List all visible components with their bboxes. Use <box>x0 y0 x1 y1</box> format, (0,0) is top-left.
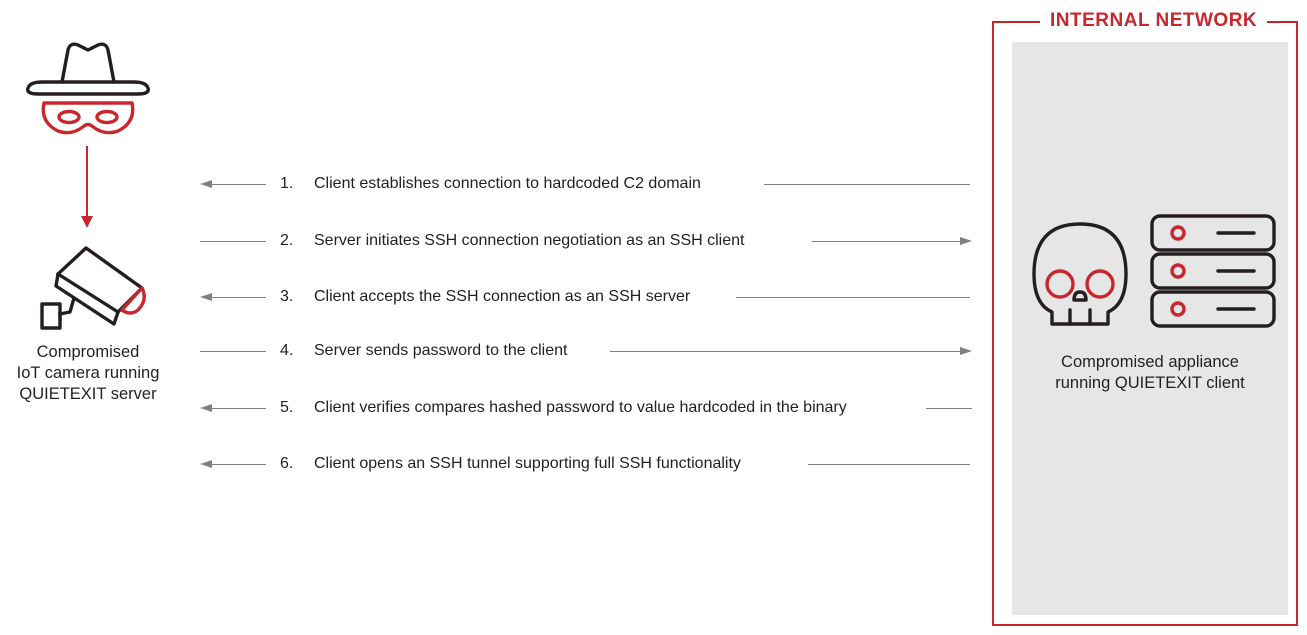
camera-caption-line-3: QUIETEXIT server <box>19 385 157 403</box>
step-3-number: 3. <box>280 288 294 305</box>
step-2-number: 2. <box>280 232 294 249</box>
step-4-right-line <box>610 351 962 352</box>
step-3-left-arrowhead <box>200 293 212 301</box>
step-4-right-arrowhead <box>960 347 972 355</box>
appliance-caption-line-1: Compromised appliance <box>1061 353 1239 371</box>
step-3-left-line <box>208 297 266 298</box>
step-5-right-line <box>926 408 972 409</box>
step-4: 4. Server sends password to the client <box>200 341 972 361</box>
step-5: 5. Client verifies compares hashed passw… <box>200 398 972 418</box>
step-2-text: Server initiates SSH connection negotiat… <box>314 232 745 249</box>
internal-network-title: INTERNAL NETWORK <box>1040 8 1268 34</box>
step-1-text: Client establishes connection to hardcod… <box>314 175 701 192</box>
hacker-icon <box>26 42 150 135</box>
step-3-right-line <box>736 297 970 298</box>
step-1: 1. Client establishes connection to hard… <box>200 174 972 194</box>
appliance-panel <box>1012 42 1288 615</box>
step-5-text: Client verifies compares hashed password… <box>314 399 847 416</box>
step-5-number: 5. <box>280 399 294 416</box>
camera-caption-line-2: IoT camera running <box>16 364 160 382</box>
appliance-caption-line-2: running QUIETEXIT client <box>1055 374 1245 392</box>
step-1-right-line <box>764 184 970 185</box>
step-2-right-line <box>812 241 962 242</box>
skull-icon <box>1032 222 1128 326</box>
step-1-left-line <box>208 184 266 185</box>
attacker-to-camera-arrow <box>81 146 93 228</box>
step-5-left-arrowhead <box>200 404 212 412</box>
step-4-text: Server sends password to the client <box>314 342 568 359</box>
step-6-number: 6. <box>280 455 294 472</box>
server-rack-icon <box>1150 214 1276 328</box>
step-2: 2. Server initiates SSH connection negot… <box>200 231 972 251</box>
step-5-left-line <box>208 408 266 409</box>
step-3-text: Client accepts the SSH connection as an … <box>314 288 691 305</box>
iot-camera-icon <box>40 246 146 330</box>
step-1-number: 1. <box>280 175 294 192</box>
appliance-caption: Compromised appliance running QUIETEXIT … <box>1012 352 1288 394</box>
camera-caption: Compromised IoT camera running QUIETEXIT… <box>0 342 176 405</box>
step-6-text: Client opens an SSH tunnel supporting fu… <box>314 455 741 472</box>
step-6-left-line <box>208 464 266 465</box>
camera-caption-line-1: Compromised <box>36 343 140 361</box>
step-6-right-line <box>808 464 970 465</box>
step-3: 3. Client accepts the SSH connection as … <box>200 287 972 307</box>
step-2-left-line <box>200 241 266 242</box>
step-6-left-arrowhead <box>200 460 212 468</box>
step-4-left-line <box>200 351 266 352</box>
step-1-left-arrowhead <box>200 180 212 188</box>
step-4-number: 4. <box>280 342 294 359</box>
step-6: 6. Client opens an SSH tunnel supporting… <box>200 454 972 474</box>
step-2-right-arrowhead <box>960 237 972 245</box>
